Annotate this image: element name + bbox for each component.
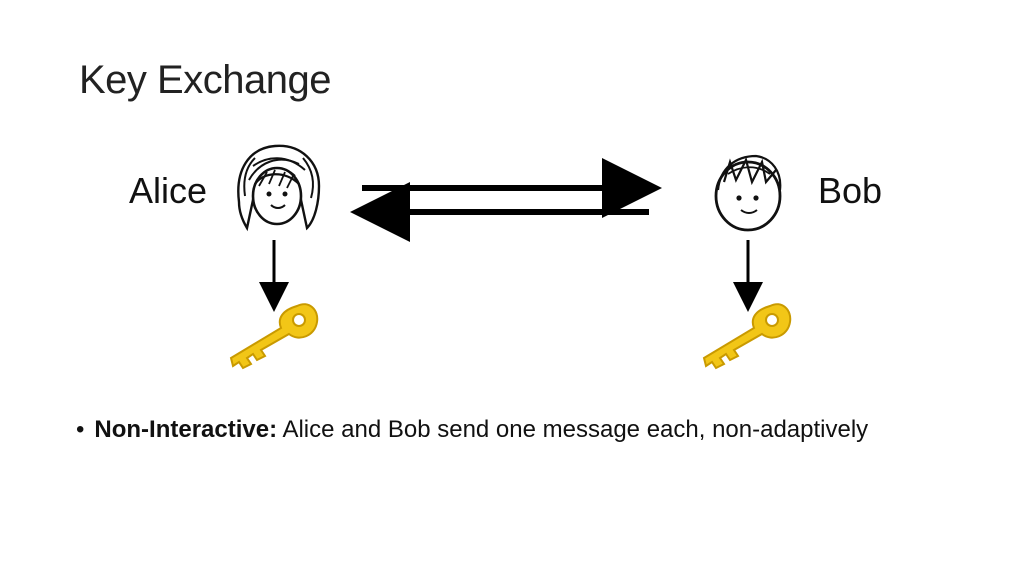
bullet-line: • Non-Interactive: Alice and Bob send one… [76,416,868,444]
bullet-text: Alice and Bob send one message each, non… [277,416,869,443]
alice-face-icon [237,144,321,232]
key-icon [229,303,319,370]
slide-title: Key Exchange [79,58,331,102]
key-icon [702,303,792,370]
bob-label: Bob [818,170,883,211]
bullet-marker: • [76,416,85,443]
bullet-bold-text: Non-Interactive: [94,416,278,443]
alice-label: Alice [129,170,208,211]
bob-face-icon [714,154,782,232]
